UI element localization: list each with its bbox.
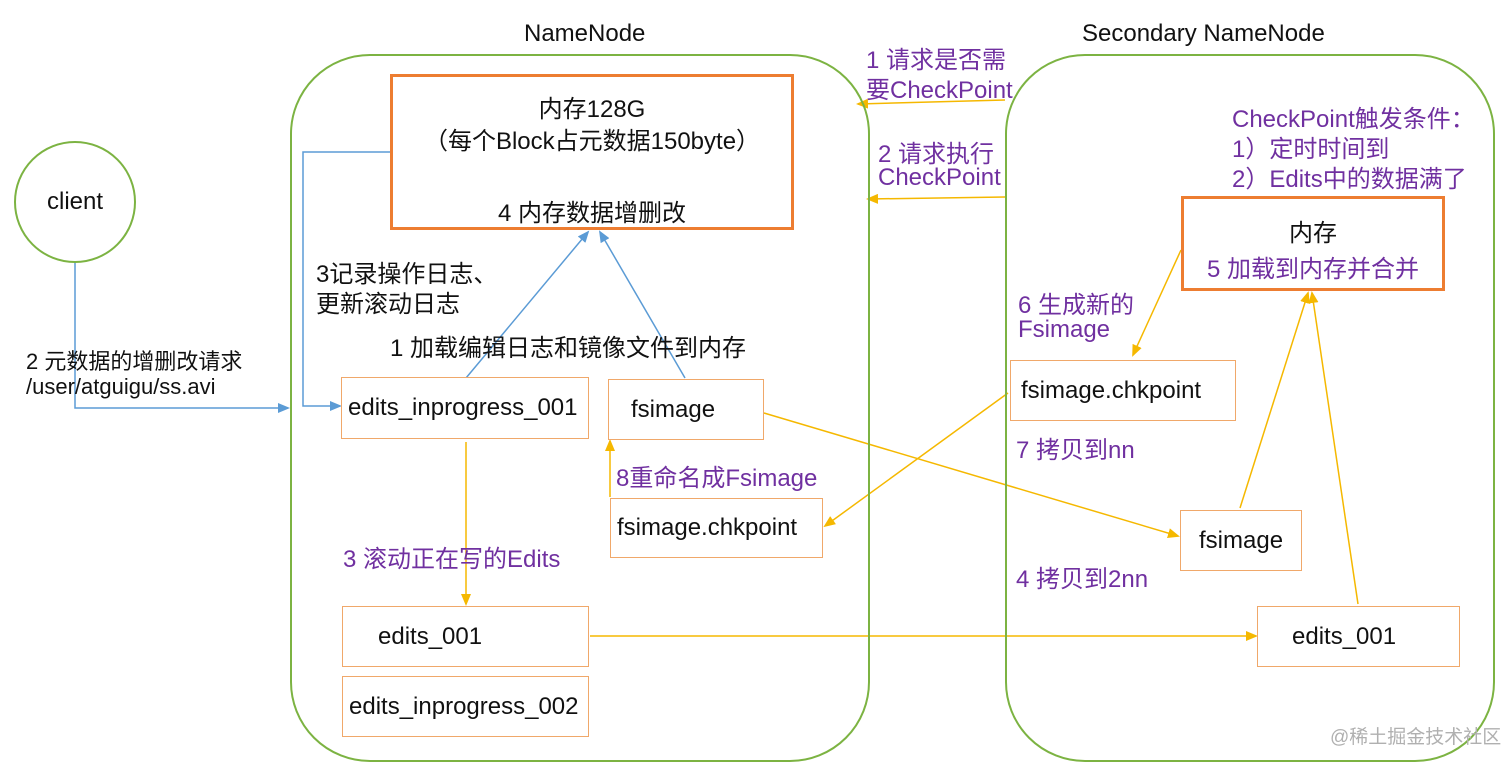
secondary-namenode-container xyxy=(1005,54,1495,762)
copy-to-nn-arrow xyxy=(823,392,1009,528)
secondary-fsimage-chkpoint-box: fsimage.chkpoint xyxy=(1010,360,1236,421)
namenode-memory-note: （每个Block占元数据150byte） xyxy=(423,128,761,155)
watermark: @稀土掘金技术社区 xyxy=(1330,727,1502,748)
client-label: client xyxy=(46,188,104,215)
edits-inprogress-002-label: edits_inprogress_002 xyxy=(349,692,579,720)
execute-checkpoint-arrow xyxy=(866,193,1006,204)
load-edits-2nn-arrow xyxy=(1308,291,1359,605)
load-edits-arrow xyxy=(465,230,590,379)
secondary-memory-step: 5 加载到内存并合并 xyxy=(1206,256,1419,283)
request-checkpoint-line2: 要CheckPoint xyxy=(866,77,1013,104)
namenode-container xyxy=(290,54,870,762)
copy-to-2nn-label: 4 拷贝到2nn xyxy=(1016,566,1149,593)
client-request-label-line1: 2 元数据的增删改请求 xyxy=(26,349,243,374)
edits-inprogress-001-label: edits_inprogress_001 xyxy=(348,394,578,421)
copy-to-nn-label: 7 拷贝到nn xyxy=(1016,437,1135,464)
trigger-condition-2: 2）Edits中的数据满了 xyxy=(1232,166,1467,193)
edits-inprogress-001-box: edits_inprogress_001 xyxy=(341,377,589,439)
namenode-fsimage-chkpoint-label: fsimage.chkpoint xyxy=(617,514,798,541)
secondary-fsimage-chkpoint-label: fsimage.chkpoint xyxy=(1021,376,1202,404)
log-step-line2: 更新滚动日志 xyxy=(316,291,460,318)
roll-step-label: 3 滚动正在写的Edits xyxy=(343,546,561,573)
namenode-memory-box: 内存128G （每个Block占元数据150byte） 4 内存数据增删改 xyxy=(390,74,794,230)
client-node: client xyxy=(14,141,136,263)
execute-checkpoint-line1: 2 请求执行 xyxy=(878,141,995,168)
request-checkpoint-arrow xyxy=(856,98,1006,109)
trigger-condition-1: 1）定时时间到 xyxy=(1232,136,1390,163)
generate-fsimage-arrow xyxy=(1132,249,1182,357)
load-fsimage-2nn-arrow xyxy=(1239,291,1310,509)
rename-step-label: 8重命名成Fsimage xyxy=(616,465,818,492)
edits-001-box: edits_001 xyxy=(342,606,589,667)
secondary-edits-001-box: edits_001 xyxy=(1257,606,1460,667)
fsimage-label: fsimage xyxy=(631,395,716,423)
fsimage-box: fsimage xyxy=(608,379,764,440)
namenode-fsimage-chkpoint-box: fsimage.chkpoint xyxy=(610,498,823,558)
load-step-label: 1 加载编辑日志和镜像文件到内存 xyxy=(390,335,747,362)
secondary-memory-box: 内存 5 加载到内存并合并 xyxy=(1181,196,1445,291)
client-request-arrow xyxy=(74,262,290,413)
copy-fsimage-to-2nn-arrow xyxy=(763,412,1180,538)
secondary-fsimage-label: fsimage xyxy=(1199,526,1284,554)
secondary-memory-title: 内存 xyxy=(1289,220,1337,247)
client-request-label-line2: /user/atguigu/ss.avi xyxy=(26,374,216,399)
request-checkpoint-line1: 1 请求是否需 xyxy=(866,47,1007,74)
edits-inprogress-002-box: edits_inprogress_002 xyxy=(342,676,589,737)
trigger-title: CheckPoint触发条件： xyxy=(1232,106,1475,133)
namenode-memory-step: 4 内存数据增删改 xyxy=(497,200,686,227)
secondary-fsimage-box: fsimage xyxy=(1180,510,1302,571)
log-step-line1: 3记录操作日志、 xyxy=(316,261,498,288)
namenode-title: NameNode xyxy=(524,20,646,47)
generate-step-line2: Fsimage xyxy=(1018,316,1111,343)
execute-checkpoint-line2: CheckPoint xyxy=(878,164,1001,191)
secondary-namenode-title: Secondary NameNode xyxy=(1082,20,1325,47)
generate-step-line1: 6 生成新的 xyxy=(1018,292,1135,319)
log-record-arrow xyxy=(302,151,390,411)
load-fsimage-arrow xyxy=(598,230,686,379)
secondary-edits-001-label: edits_001 xyxy=(1292,622,1397,650)
namenode-memory-title: 内存128G xyxy=(538,96,646,123)
edits-001-label: edits_001 xyxy=(378,622,483,650)
